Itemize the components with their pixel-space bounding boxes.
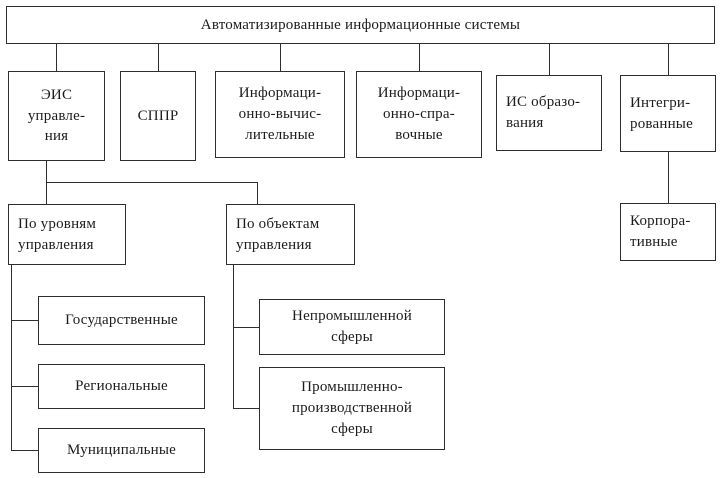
connector-line [419, 44, 420, 71]
node-label: Региональные [75, 378, 168, 395]
node-label: Интегри- рованные [630, 94, 693, 132]
connector-line [11, 450, 38, 451]
connector-line [668, 152, 669, 203]
node-regional: Региональные [38, 364, 205, 409]
node-label: ИС образо- вания [506, 94, 581, 131]
node-label: Автоматизированные информационные систем… [200, 16, 521, 33]
node-label: По уровням управления [18, 215, 97, 253]
connector-line [158, 44, 159, 71]
node-label: Информаци- онно-вычис- лительные [238, 85, 322, 143]
node-label: Муниципальные [66, 442, 177, 459]
connector-line [280, 44, 281, 71]
connector-line [549, 44, 550, 75]
node-eis-upravleniya: ЭИС управле- ния [8, 71, 105, 161]
connector-line [233, 265, 234, 408]
node-sppr: СППР [120, 71, 196, 161]
node-is-education: ИС образо- вания [496, 75, 602, 151]
node-by-objects: По объектам управления [226, 204, 355, 265]
node-integrated: Интегри- рованные [620, 75, 716, 152]
node-label: Корпора- тивные [630, 213, 691, 250]
node-info-computing: Информаци- онно-вычис- лительные [215, 71, 345, 158]
node-label: Информаци- онно-спра- вочные [377, 85, 461, 143]
node-label: Непромышленной сферы [292, 308, 412, 345]
node-label: СППР [137, 107, 179, 124]
node-municipal: Муниципальные [38, 428, 205, 473]
node-nonindustrial: Непромышленной сферы [259, 299, 445, 355]
connector-line [11, 386, 38, 387]
connector-line [11, 320, 38, 321]
connector-line [11, 265, 12, 451]
node-industrial: Промышленно- производственной сферы [259, 367, 445, 450]
node-label: ЭИС управле- ния [27, 86, 86, 145]
node-state: Государственные [38, 296, 205, 345]
connector-line [257, 182, 258, 204]
connector-line [46, 182, 258, 183]
connector-line [56, 44, 57, 71]
connector-line [233, 327, 259, 328]
node-by-levels: По уровням управления [8, 204, 126, 265]
node-label: По объектам управления [236, 215, 320, 253]
connector-line [233, 408, 259, 409]
node-label: Промышленно- производственной сферы [291, 379, 413, 437]
node-corporate: Корпора- тивные [620, 203, 716, 261]
connector-line [668, 44, 669, 75]
node-ais-root: Автоматизированные информационные систем… [6, 6, 715, 44]
node-label: Государственные [65, 312, 178, 329]
node-info-reference: Информаци- онно-спра- вочные [356, 71, 482, 158]
